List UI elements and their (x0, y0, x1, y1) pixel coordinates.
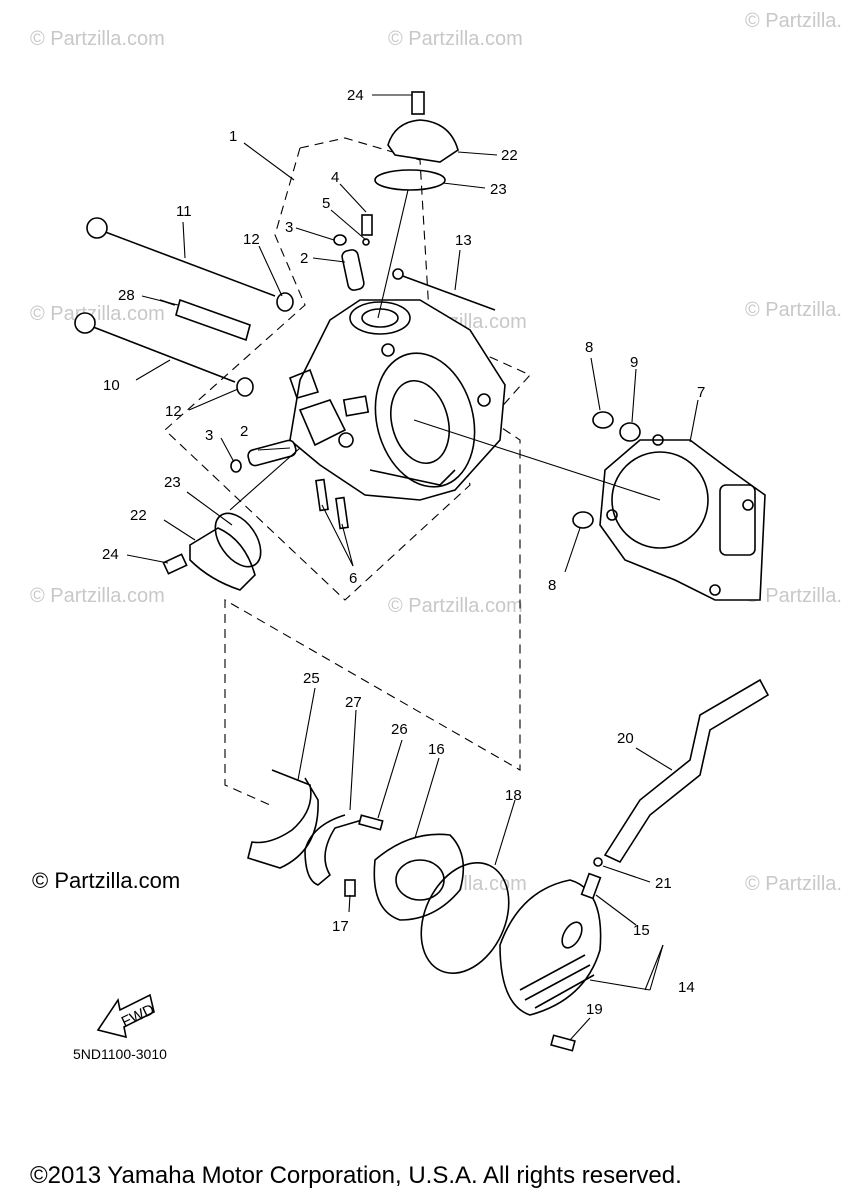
callout: 24 (102, 546, 119, 563)
hose-20 (603, 678, 770, 864)
callout: 20 (617, 730, 634, 747)
o-ring (230, 459, 242, 473)
assembly-outline-inner (164, 147, 471, 601)
partzilla-logo-text: © Partzilla.com (32, 868, 181, 893)
clip-21 (593, 857, 603, 867)
callout: 4 (331, 169, 339, 186)
callout: 2 (300, 250, 308, 267)
gasket-lower (214, 512, 262, 568)
watermark: © Partzilla.com (388, 28, 523, 50)
watermark: © Partzilla.com (745, 585, 843, 607)
cover-bolt (162, 553, 188, 575)
callout: 27 (345, 694, 362, 711)
bracket-27 (304, 814, 363, 886)
callout: 25 (303, 670, 320, 687)
bolt-26 (358, 814, 384, 831)
watermark: © Partzilla.com (30, 303, 165, 325)
callout: 22 (501, 147, 518, 164)
callout: 16 (428, 741, 445, 758)
cylinder-head (288, 299, 506, 501)
leader-lines (126, 94, 699, 1041)
callout: 2 (240, 423, 248, 440)
bracket-25 (247, 769, 319, 869)
callout: 23 (164, 474, 181, 491)
washer (276, 292, 294, 312)
long-bolt-11 (86, 217, 276, 297)
gasket-top (374, 169, 446, 191)
long-bolt-10 (74, 312, 236, 383)
callout: 22 (130, 507, 147, 524)
o-ring-18 (420, 861, 510, 975)
callout: 28 (118, 287, 135, 304)
watermark: © Partzilla.com (388, 595, 523, 617)
callout: 17 (332, 918, 349, 935)
head-gasket (599, 434, 766, 601)
callout: 9 (630, 354, 638, 371)
side-cover-14 (499, 879, 602, 1016)
callout: 1 (229, 128, 237, 145)
callout: 14 (678, 979, 695, 996)
callouts: 1 24 22 23 4 5 3 2 11 12 13 28 10 12 8 9… (102, 87, 705, 1018)
diagram-code: 5ND1100-3010 (73, 1046, 167, 1062)
callout: 10 (103, 377, 120, 394)
callout: 24 (347, 87, 364, 104)
callout: 5 (322, 195, 330, 212)
tappet-cover-lower (189, 527, 256, 591)
callout: 12 (243, 231, 260, 248)
callout: 21 (655, 875, 672, 892)
copyright-notice: ©2013 Yamaha Motor Corporation, U.S.A. A… (30, 1162, 682, 1189)
callout: 12 (165, 403, 182, 420)
callout: 23 (490, 181, 507, 198)
watermarks: © Partzilla.com © Partzilla.com © Partzi… (30, 10, 843, 895)
callout: 6 (349, 570, 357, 587)
seal-ring (619, 422, 641, 442)
watermark: © Partzilla.com (30, 585, 165, 607)
callout: 8 (548, 577, 556, 594)
callout: 15 (633, 922, 650, 939)
fitting-15 (580, 872, 602, 900)
dowel-pin (572, 511, 594, 529)
callout: 3 (205, 427, 213, 444)
bolt-17 (344, 879, 356, 897)
small-bolt (361, 214, 373, 236)
washer (236, 377, 254, 397)
o-ring (333, 234, 347, 246)
plate-16 (373, 833, 465, 921)
watermark: © Partzilla.com (745, 299, 843, 321)
watermark: © Partzilla.com (30, 28, 165, 50)
tappet-guide (247, 439, 297, 467)
tappet-guide (341, 249, 365, 291)
callout: 26 (391, 721, 408, 738)
dowel-pin (592, 411, 614, 429)
stud (335, 496, 349, 530)
callout: 8 (585, 339, 593, 356)
small-washer (362, 238, 370, 246)
bolt-13 (392, 268, 496, 311)
watermark: © Partzilla.com (745, 10, 843, 32)
bolt-19 (550, 1034, 576, 1052)
callout: 3 (285, 219, 293, 236)
callout: 18 (505, 787, 522, 804)
callout: 7 (697, 384, 705, 401)
tappet-cover-top (387, 119, 459, 163)
spark-plug (159, 298, 251, 342)
cover-bolt (411, 91, 425, 115)
callout: 11 (176, 203, 192, 220)
fwd-arrow: FWD (96, 993, 157, 1039)
callout: 13 (455, 232, 472, 249)
callout: 19 (586, 1001, 603, 1018)
watermark: © Partzilla.com (745, 873, 843, 895)
